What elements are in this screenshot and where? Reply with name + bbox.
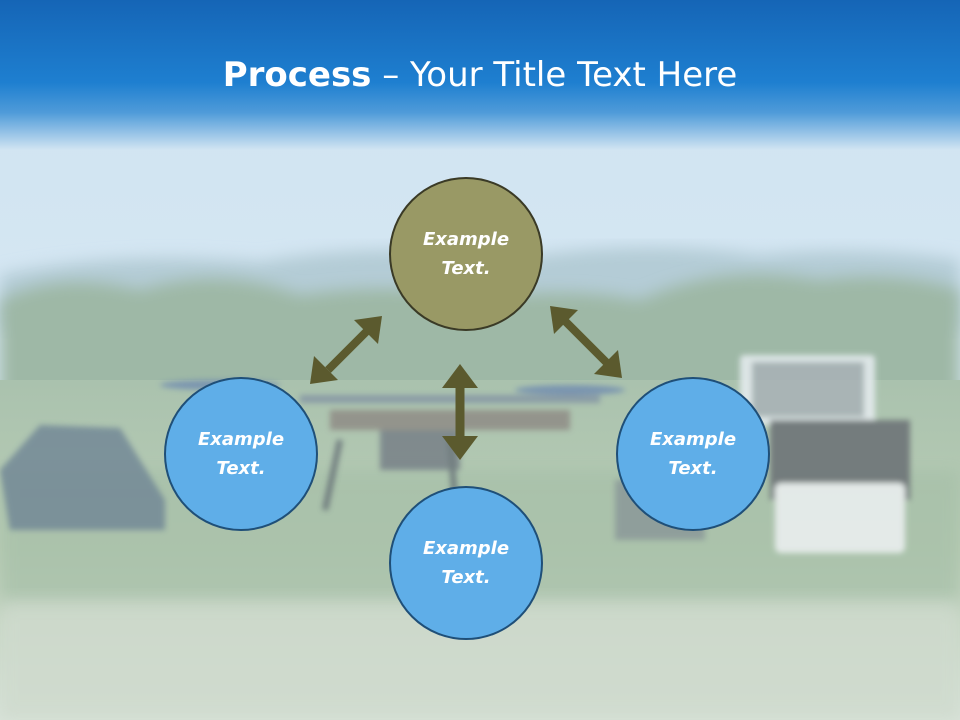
slide-title: Process – Your Title Text Here: [0, 52, 960, 98]
node-right-text: Example Text.: [649, 429, 737, 479]
title-bar: [0, 0, 960, 150]
node-left: Example Text.: [164, 377, 318, 531]
node-bottom-text: Example Text.: [422, 538, 510, 588]
title-strong: Process: [222, 55, 372, 95]
node-top-text: Example Text.: [422, 229, 510, 279]
node-bottom: Example Text.: [389, 486, 543, 640]
node-right: Example Text.: [616, 377, 770, 531]
node-top: Example Text.: [389, 177, 543, 331]
arrow-vertical: [442, 364, 478, 460]
arrow-top-right: [550, 306, 622, 378]
title-rest: – Your Title Text Here: [371, 55, 738, 95]
arrow-top-left: [310, 316, 382, 384]
node-left-text: Example Text.: [197, 429, 285, 479]
